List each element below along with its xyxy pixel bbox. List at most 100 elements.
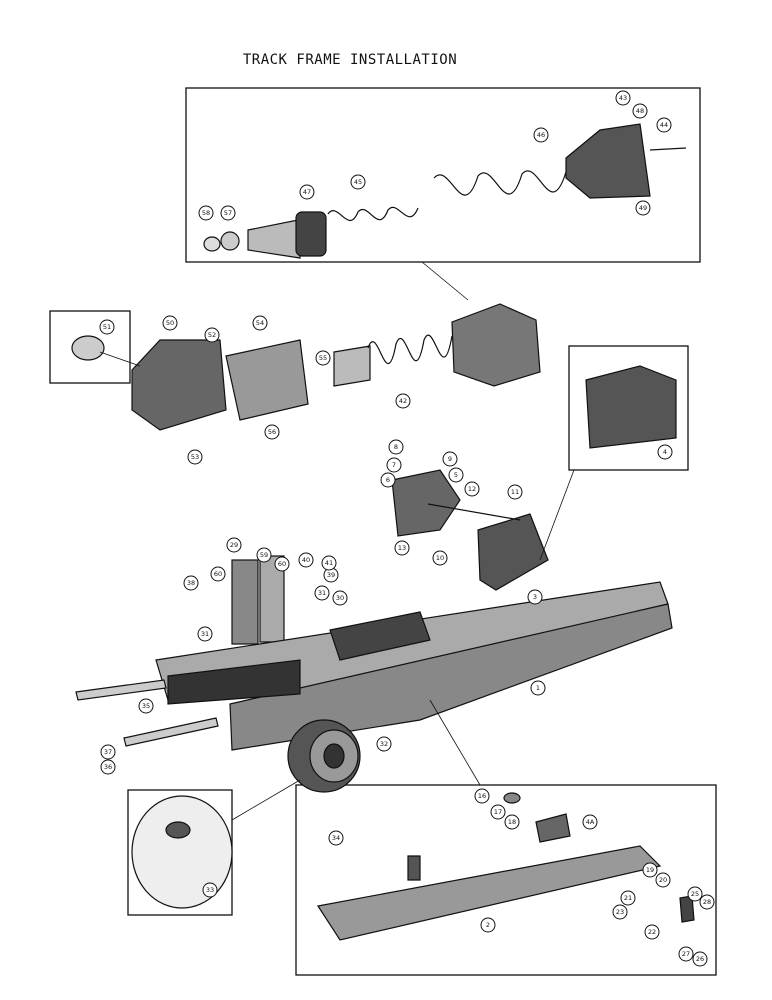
- callout-4: 4: [657, 444, 673, 460]
- callout-37: 37: [100, 744, 116, 760]
- svg-text:11: 11: [511, 488, 519, 496]
- callout-8: 8: [388, 439, 404, 455]
- svg-text:33: 33: [206, 886, 214, 894]
- svg-text:48: 48: [636, 107, 644, 115]
- svg-text:10: 10: [436, 554, 444, 562]
- callout-57: 57: [220, 205, 236, 221]
- callout-34: 34: [328, 830, 344, 846]
- svg-text:23: 23: [616, 908, 624, 916]
- svg-text:58: 58: [202, 209, 210, 217]
- svg-text:4: 4: [663, 448, 667, 456]
- skid-plates: [75, 679, 219, 747]
- callout-27: 27: [678, 946, 694, 962]
- yoke-assemblies: [391, 469, 549, 591]
- callout-35: 35: [138, 698, 154, 714]
- svg-text:39: 39: [327, 571, 335, 579]
- callout-46: 46: [533, 127, 549, 143]
- callout-19: 19: [642, 862, 658, 878]
- callout-30: 30: [332, 590, 348, 606]
- leader-arrows: [99, 261, 575, 821]
- svg-text:27: 27: [682, 950, 690, 958]
- recoil-spring-inset-box: [185, 87, 701, 263]
- callout-36: 36: [100, 759, 116, 775]
- callouts: 1 2 3 4 4A 5 6 7 8 9 10 11 12 13 16 17 1…: [99, 90, 715, 967]
- callout-12: 12: [464, 481, 480, 497]
- callout-29: 29: [226, 537, 242, 553]
- svg-text:60: 60: [214, 570, 222, 578]
- svg-text:51: 51: [103, 323, 111, 331]
- callout-31-b: 31: [197, 626, 213, 642]
- svg-text:45: 45: [354, 178, 362, 186]
- svg-text:26: 26: [696, 955, 704, 963]
- svg-text:59: 59: [260, 551, 268, 559]
- svg-text:28: 28: [703, 898, 711, 906]
- svg-text:35: 35: [142, 702, 150, 710]
- callout-32: 32: [376, 736, 392, 752]
- svg-text:18: 18: [508, 818, 516, 826]
- svg-text:37: 37: [104, 748, 112, 756]
- callout-54: 54: [252, 315, 268, 331]
- svg-text:19: 19: [646, 866, 654, 874]
- callout-31-a: 31: [314, 585, 330, 601]
- equalizer-spring-pack: [231, 555, 285, 645]
- svg-text:4A: 4A: [586, 818, 595, 826]
- svg-text:53: 53: [191, 453, 199, 461]
- callout-60-a: 60: [210, 566, 226, 582]
- callout-4A: 4A: [582, 814, 598, 830]
- svg-text:6: 6: [386, 476, 390, 484]
- callout-1: 1: [530, 680, 546, 696]
- callout-47: 47: [299, 184, 315, 200]
- callout-33: 33: [202, 882, 218, 898]
- callout-41: 41: [321, 555, 337, 571]
- callout-21: 21: [620, 890, 636, 906]
- svg-text:60: 60: [278, 560, 286, 568]
- track-adjuster-assembly: [71, 303, 541, 431]
- callout-26: 26: [692, 951, 708, 967]
- svg-text:29: 29: [230, 541, 238, 549]
- bracket-inset-box: [568, 345, 689, 471]
- svg-text:7: 7: [392, 461, 396, 469]
- callout-56: 56: [264, 424, 280, 440]
- callout-40: 40: [298, 552, 314, 568]
- svg-text:25: 25: [691, 890, 699, 898]
- svg-text:31: 31: [201, 630, 209, 638]
- callout-45: 45: [350, 174, 366, 190]
- svg-text:40: 40: [302, 556, 310, 564]
- page-title: TRACK FRAME INSTALLATION: [242, 52, 458, 68]
- svg-text:30: 30: [336, 594, 344, 602]
- svg-text:1: 1: [536, 684, 540, 692]
- svg-text:16: 16: [478, 792, 486, 800]
- callout-13: 13: [394, 540, 410, 556]
- svg-text:47: 47: [303, 188, 311, 196]
- callout-20: 20: [655, 872, 671, 888]
- rear-frame-rail: [317, 792, 695, 941]
- callout-59: 59: [256, 547, 272, 563]
- callout-16: 16: [474, 788, 490, 804]
- svg-text:50: 50: [166, 319, 174, 327]
- callout-43: 43: [615, 90, 631, 106]
- svg-text:17: 17: [494, 808, 502, 816]
- callout-50: 50: [162, 315, 178, 331]
- svg-text:8: 8: [394, 443, 398, 451]
- callout-25: 25: [687, 886, 703, 902]
- sprocket-hub: [287, 719, 361, 793]
- callout-18: 18: [504, 814, 520, 830]
- svg-text:9: 9: [448, 455, 452, 463]
- callout-51: 51: [99, 319, 115, 335]
- svg-text:22: 22: [648, 928, 656, 936]
- callout-3: 3: [527, 589, 543, 605]
- recoil-spring-assembly: [203, 123, 687, 259]
- svg-text:36: 36: [104, 763, 112, 771]
- callout-11: 11: [507, 484, 523, 500]
- svg-text:5: 5: [454, 471, 458, 479]
- svg-text:3: 3: [533, 593, 537, 601]
- callout-9: 9: [442, 451, 458, 467]
- svg-text:21: 21: [624, 894, 632, 902]
- callout-60-b: 60: [274, 556, 290, 572]
- callout-7: 7: [386, 457, 402, 473]
- svg-text:2: 2: [486, 921, 490, 929]
- svg-text:49: 49: [639, 204, 647, 212]
- callout-10: 10: [432, 550, 448, 566]
- svg-text:42: 42: [399, 397, 407, 405]
- callout-5: 5: [448, 467, 464, 483]
